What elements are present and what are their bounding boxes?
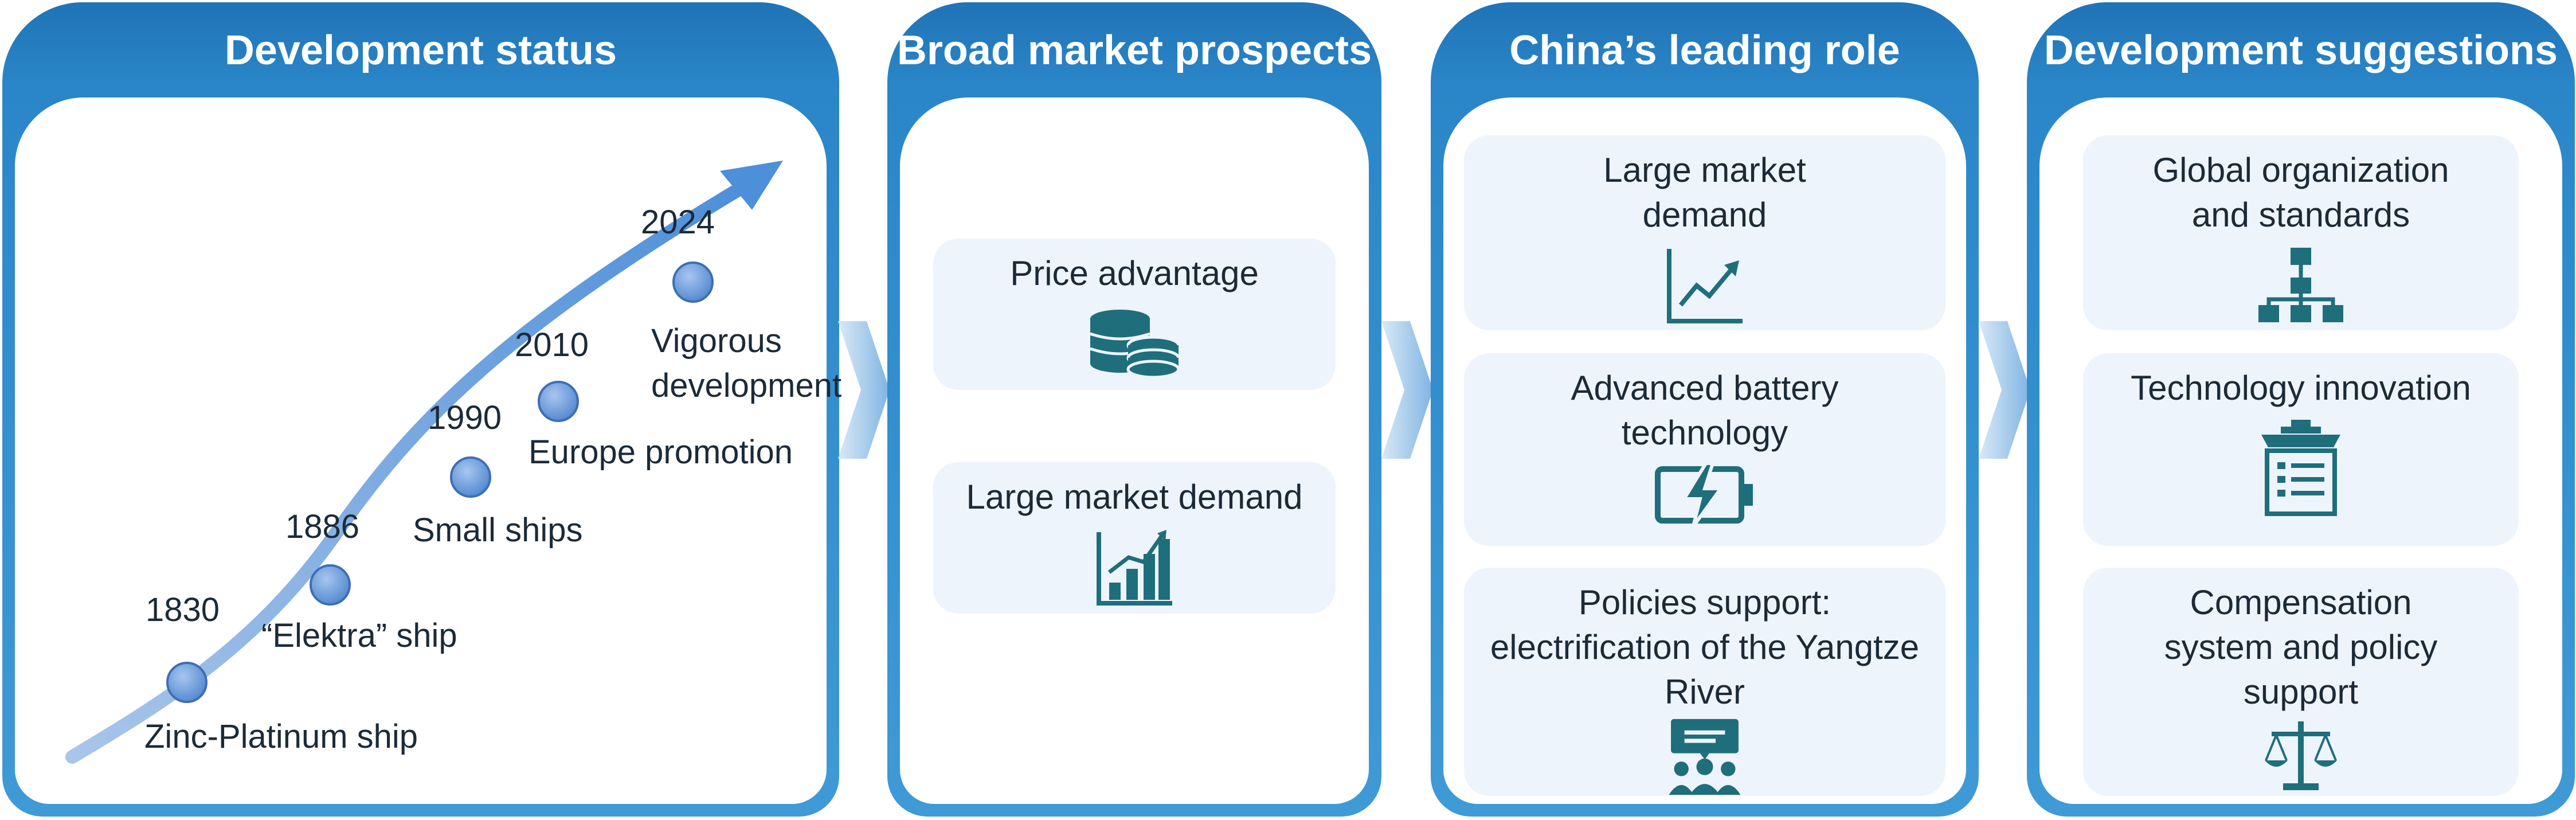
timeline-arrow [65, 161, 783, 764]
card-policies-support: Policies support: electrification of the… [1464, 568, 1945, 796]
card-compensation-system: Compensation system and policy support [2083, 568, 2519, 796]
card-label-line: Policies support: [1578, 583, 1831, 622]
card-label-line: and standards [2191, 196, 2410, 234]
panel-title: Development status [224, 28, 617, 73]
card-price-advantage: Price advantage [933, 239, 1336, 390]
milestone-event: “Elektra” ship [261, 617, 457, 654]
card-label: Advanced battery technology [1571, 366, 1839, 455]
card-label: Policies support: electrification of the… [1490, 580, 1919, 714]
milestone-year: 1830 [146, 591, 220, 628]
milestone-node [672, 261, 714, 303]
timeline-path [65, 177, 755, 764]
card-advanced-battery-technology: Advanced battery technology [1464, 353, 1945, 546]
card-label-line: Advanced battery [1571, 369, 1839, 407]
chevron-right-icon [1979, 321, 2030, 459]
card-label-line: demand [1642, 196, 1767, 234]
panel-china-leading-role: China’s leading role Large market demand… [1431, 2, 1979, 817]
card-label-line: technology [1621, 413, 1788, 452]
org-chart-icon [2258, 248, 2343, 322]
card-label-line: electrification of the Yangtze [1490, 628, 1920, 666]
milestone-event-line: Vigorous [651, 322, 782, 360]
milestone-year: 2024 [641, 204, 715, 241]
card-label: Global organization and standards [2152, 148, 2449, 237]
card-large-market-demand: Large market demand [933, 462, 1336, 614]
ship-checklist-icon [2261, 420, 2340, 516]
card-label-line: Global organization [2152, 151, 2449, 189]
chevron-right-icon [838, 321, 890, 459]
card-label: Large market demand [966, 478, 1303, 516]
milestone-event: Vigorous development [651, 319, 841, 408]
panel-body: Global organization and standards [2039, 97, 2562, 804]
card-technology-innovation: Technology innovation [2083, 353, 2519, 546]
panel-body: Large market demand Advanced battery tec… [1443, 97, 1966, 804]
card-label-line: Compensation [2190, 583, 2412, 622]
milestone-event: Zinc-Platinum ship [144, 718, 418, 755]
arrow-head-icon [720, 161, 783, 210]
bar-chart-growth-icon [1097, 530, 1172, 606]
milestone-year: 1990 [428, 399, 502, 436]
presentation-audience-icon [1669, 719, 1741, 795]
battery-charging-icon [1655, 463, 1753, 526]
card-label: Price advantage [1010, 254, 1259, 292]
panel-development-suggestions: Development suggestions Global organizat… [2027, 2, 2575, 817]
milestone-event-line: development [651, 367, 842, 404]
milestone-node [310, 564, 351, 606]
scales-icon [2265, 721, 2337, 790]
card-label: Technology innovation [2131, 369, 2471, 407]
card-label: Large market demand [1603, 148, 1806, 237]
panel-title: Development suggestions [2043, 28, 2558, 73]
panel-title: Broad market prospects [896, 28, 1372, 73]
milestone-event: Small ships [413, 511, 583, 549]
card-label: Compensation system and policy support [2164, 580, 2438, 714]
card-label-line: support [2243, 673, 2359, 711]
card-large-market-demand: Large market demand [1464, 135, 1945, 330]
card-global-organization: Global organization and standards [2083, 135, 2519, 330]
milestone-node [166, 662, 208, 703]
card-label-line: River [1664, 673, 1745, 711]
milestone-year: 2010 [515, 326, 589, 364]
panel-body: Price advantage [900, 97, 1369, 804]
coins-icon [1090, 310, 1180, 378]
panel-broad-market-prospects: Broad market prospects Price advantage [887, 2, 1381, 817]
panel-title: China’s leading role [1509, 28, 1900, 73]
card-label-line: system and policy [2164, 628, 2438, 666]
milestone-event: Europe promotion [528, 434, 793, 471]
card-label-line: Large market [1603, 151, 1806, 189]
panel-body: 1830 Zinc-Platinum ship 1886 “Elektra” s… [15, 97, 841, 804]
milestone-node [450, 456, 491, 498]
milestone-node [538, 381, 579, 422]
milestone-year: 1886 [285, 508, 360, 545]
chevron-right-icon [1381, 321, 1433, 459]
line-chart-icon [1667, 249, 1743, 323]
panel-development-status: Development status 1830 Zinc-Platinu [2, 2, 841, 817]
